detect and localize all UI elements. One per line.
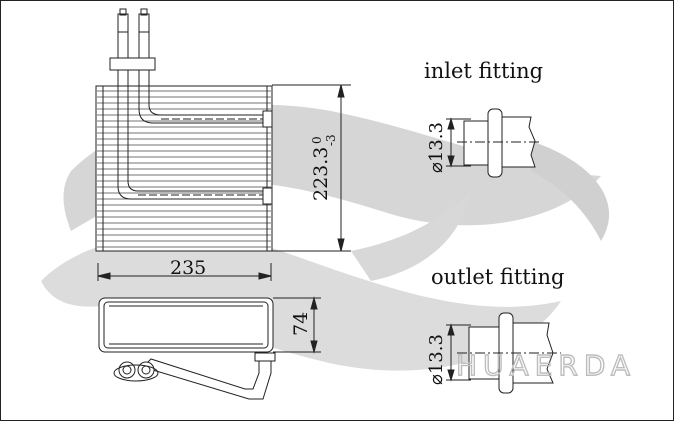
inlet-outlet-tubes: [109, 8, 156, 71]
depth-dimension-value: 74: [290, 312, 312, 336]
evaporator-core-front: [95, 70, 273, 252]
brand-watermark: HUAERDA: [456, 349, 636, 382]
height-dimension-value: 223.3: [310, 147, 332, 201]
inlet-diameter-label: ⌀13.3: [426, 122, 447, 173]
height-tolerance-upper: 0: [310, 136, 324, 144]
inlet-fitting-label: inlet fitting: [424, 59, 543, 83]
width-dimension: [97, 263, 272, 281]
height-dimension: [272, 84, 351, 252]
inlet-fitting-drawing: [446, 108, 541, 178]
evaporator-top-view: [98, 297, 274, 353]
width-dimension-value: 235: [170, 257, 206, 279]
top-view-tubes: [113, 352, 276, 400]
outlet-fitting-label: outlet fitting: [431, 265, 564, 289]
outlet-fitting-drawing: [446, 312, 561, 394]
outlet-diameter-label: ⌀13.3: [426, 334, 447, 385]
depth-dimension: [273, 296, 321, 354]
height-tolerance-lower: -3: [324, 134, 338, 146]
